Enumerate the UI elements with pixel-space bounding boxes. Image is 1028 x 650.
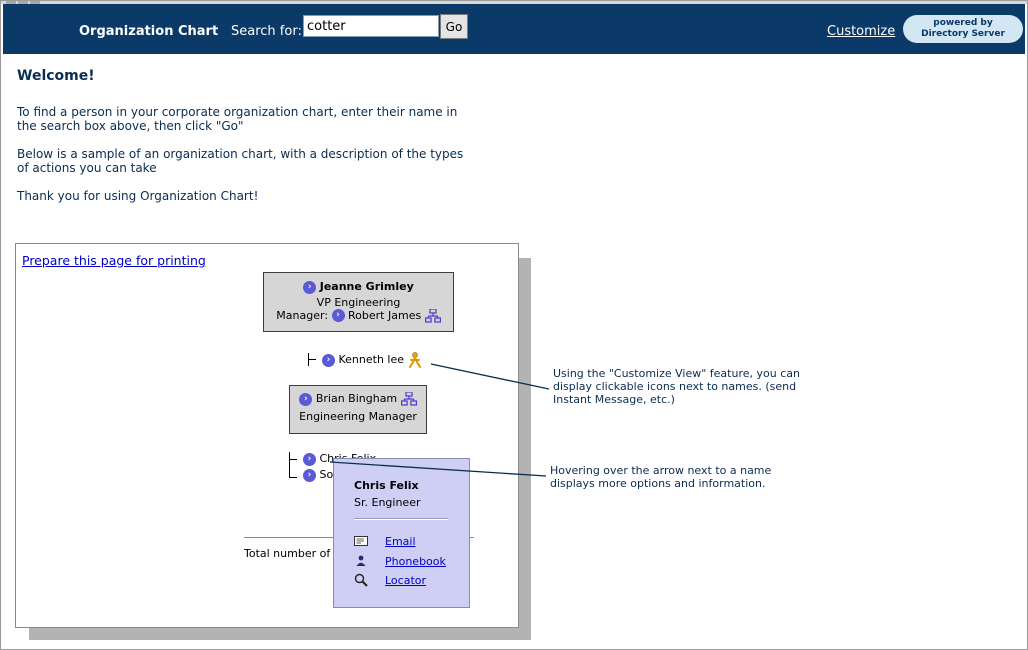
manager-label: Manager: — [276, 308, 329, 322]
phonebook-icon — [356, 555, 366, 566]
powered-by-badge: powered by Directory Server — [903, 15, 1023, 43]
chevron-right-icon[interactable]: › — [322, 353, 335, 367]
person-title: VP Engineering — [316, 295, 401, 309]
callout-customize-view: Using the "Customize View" feature, you … — [553, 367, 800, 406]
popup-title: Sr. Engineer — [354, 496, 421, 509]
popup-name: Chris Felix — [354, 479, 419, 492]
popup-divider — [354, 518, 448, 520]
tree-connector — [289, 477, 297, 478]
header-bar: Organization Chart Search for: Go Custom… — [3, 4, 1025, 54]
report-kenneth: › Kenneth lee — [322, 352, 422, 368]
engineering-manager-card: › Brian Bingham Engineering Manager — [289, 385, 427, 434]
callout-line-customize — [430, 363, 550, 390]
tree-connector — [308, 359, 316, 360]
org-chart-icon[interactable] — [424, 308, 441, 323]
chevron-right-icon[interactable]: › — [331, 309, 345, 322]
chevron-right-icon[interactable]: › — [303, 280, 317, 294]
customize-link[interactable]: Customize — [827, 24, 896, 39]
magnifier-icon — [354, 573, 368, 587]
manager-name[interactable]: Robert James — [348, 308, 422, 322]
person-name[interactable]: Jeanne Grimley — [319, 280, 414, 293]
email-icon — [354, 536, 368, 546]
chevron-right-icon[interactable]: › — [299, 392, 313, 406]
instant-message-icon[interactable] — [408, 352, 422, 368]
chevron-right-icon[interactable]: › — [303, 452, 316, 466]
person-popup: Chris Felix Sr. Engineer Email Phonebook… — [333, 458, 470, 608]
intro-paragraph-thanks: Thank you for using Organization Chart! — [17, 189, 259, 203]
welcome-heading: Welcome! — [17, 68, 95, 84]
app-title: Organization Chart — [79, 24, 219, 39]
tree-connector — [289, 452, 290, 478]
person-name[interactable]: Kenneth lee — [338, 353, 405, 366]
callout-hover-arrow: Hovering over the arrow next to a name d… — [550, 464, 772, 490]
window-top-strip — [0, 0, 1028, 4]
go-button[interactable]: Go — [440, 14, 468, 39]
powered-by-text: powered by — [933, 18, 993, 28]
report-second: › So — [303, 468, 333, 482]
callout-line-hover — [329, 461, 547, 477]
intro-paragraph-search: To find a person in your corporate organ… — [17, 105, 458, 133]
intro-paragraph-sample: Below is a sample of an organization cha… — [17, 147, 464, 175]
locator-link[interactable]: Locator — [385, 574, 427, 587]
tree-connector — [289, 459, 297, 460]
window-tab — [6, 0, 16, 4]
search-label: Search for: — [231, 24, 302, 39]
manager-card: › Jeanne Grimley VP Engineering Manager:… — [263, 272, 454, 332]
directory-server-text: Directory Server — [921, 29, 1005, 39]
print-page-link[interactable]: Prepare this page for printing — [22, 253, 206, 268]
total-count-label: Total number of — [244, 547, 331, 560]
email-link[interactable]: Email — [385, 535, 416, 548]
phonebook-link[interactable]: Phonebook — [385, 555, 446, 568]
person-name[interactable]: So — [319, 468, 334, 481]
window-tab — [18, 0, 28, 4]
org-chart-icon[interactable] — [400, 392, 417, 406]
search-input[interactable] — [303, 15, 439, 37]
person-title: Engineering Manager — [299, 410, 417, 423]
person-name[interactable]: Brian Bingham — [315, 392, 398, 405]
window-tab — [30, 0, 40, 4]
chevron-right-icon[interactable]: › — [303, 468, 316, 482]
